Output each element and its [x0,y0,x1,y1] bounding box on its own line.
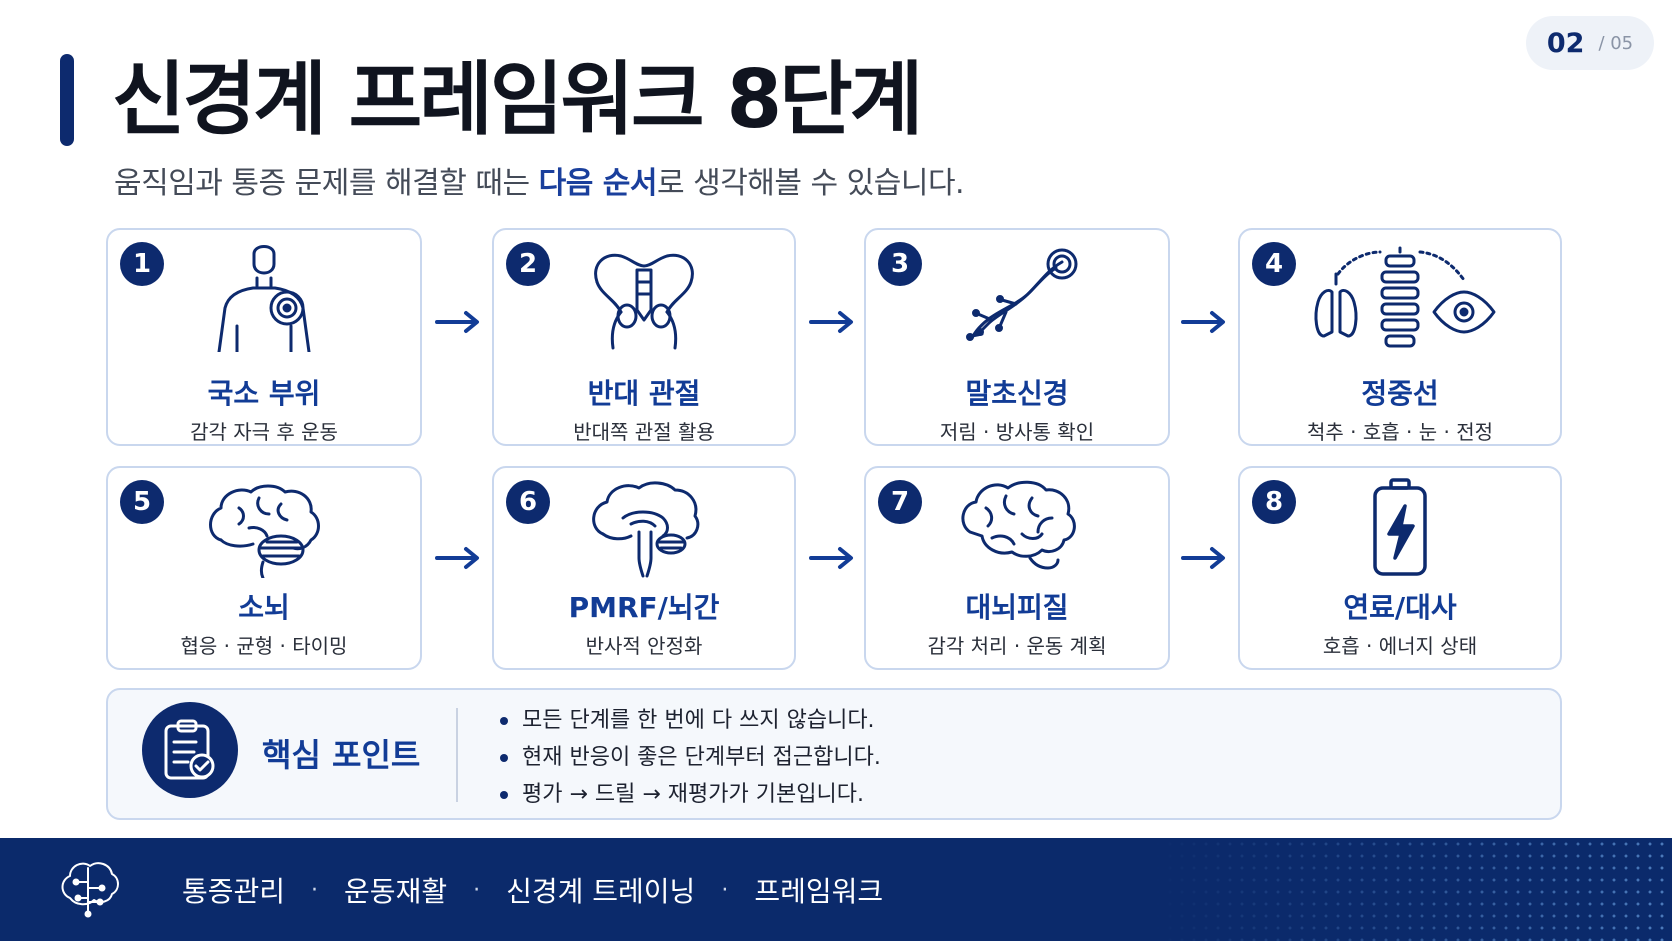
step-desc: 반대쪽 관절 활용 [573,420,715,444]
key-point-item: 평가 → 드릴 → 재평가가 기본입니다. [496,776,881,813]
page-current: 02 [1546,27,1585,59]
footer-tag: 신경계 트레이닝 [506,875,696,908]
step-number: 7 [878,480,922,524]
step-card-7: 7 대뇌피질 감각 처리 · 운동 계획 [864,466,1170,670]
subtitle-highlight: 다음 순서 [538,166,658,201]
spine-lung-eye-icon [1314,246,1496,348]
key-point-title: 핵심 포인트 [262,736,421,774]
step-desc: 협응 · 균형 · 타이밍 [180,634,348,658]
arrow-right-icon [1181,547,1225,569]
title-accent-bar [60,54,74,146]
step-label: 국소 부위 [207,377,321,410]
step-desc: 저림 · 방사통 확인 [939,420,1095,444]
arrow-right-icon [435,547,479,569]
nerve-icon [966,248,1078,341]
key-point-box: 핵심 포인트 모든 단계를 한 번에 다 쓰지 않습니다. 현재 반응이 좋은 … [106,688,1562,820]
step-number: 1 [120,242,164,286]
page-indicator: 02 / 05 [1526,16,1654,70]
step-label: 반대 관절 [587,377,701,410]
key-point-divider [456,708,458,802]
arrow-right-icon [1181,311,1225,333]
footer-separator: · [311,877,319,903]
step-number: 3 [878,242,922,286]
footer-tag: 운동재활 [344,875,448,908]
step-desc: 호흡 · 에너지 상태 [1322,634,1478,658]
step-label: 연료/대사 [1343,591,1457,624]
step-desc: 척추 · 호흡 · 눈 · 전정 [1306,420,1494,444]
subtitle-after: 로 생각해볼 수 있습니다. [656,166,965,201]
step-desc: 감각 자극 후 운동 [190,420,338,444]
cortex-icon [961,480,1076,570]
step-number: 8 [1252,480,1296,524]
brain-circuit-icon [61,862,119,918]
step-card-8: 8 연료/대사 호흡 · 에너지 상태 [1238,466,1562,670]
step-number: 6 [506,480,550,524]
battery-icon [1373,478,1427,576]
pelvis-icon [594,253,694,350]
step-card-5: 5 소뇌 협응 · 균형 · 타이밍 [106,466,422,670]
step-number: 5 [120,480,164,524]
step-number: 4 [1252,242,1296,286]
footer-bar: 통증관리 · 운동재활 · 신경계 트레이닝 · 프레임워크 [0,838,1672,941]
step-card-4: 4 정중선 척추 · 호흡 · 눈 · 전정 [1238,228,1562,446]
subtitle-before: 움직임과 통증 문제를 해결할 때는 [114,166,539,201]
brainstem-icon [592,481,700,578]
step-card-2: 2 반대 관절 반대쪽 관절 활용 [492,228,796,446]
footer-separator: · [473,877,481,903]
step-label: 말초신경 [965,377,1069,410]
footer-dot-pattern [1152,838,1672,941]
key-point-item: 현재 반응이 좋은 단계부터 접근합니다. [496,739,881,776]
key-point-list: 모든 단계를 한 번에 다 쓰지 않습니다. 현재 반응이 좋은 단계부터 접근… [496,702,881,813]
step-label: PMRF/뇌간 [568,591,720,624]
step-desc: 감각 처리 · 운동 계획 [927,634,1107,658]
clipboard-check-icon [142,702,238,798]
step-desc: 반사적 안정화 [585,634,703,658]
step-card-6: 6 PMRF/뇌간 반사적 안정화 [492,466,796,670]
page-title: 신경계 프레임워크 8단계 [112,53,923,146]
page-total: / 05 [1598,32,1634,54]
footer-tag: 통증관리 [182,875,286,908]
arrow-right-icon [809,311,853,333]
footer-tags: 통증관리 · 운동재활 · 신경계 트레이닝 · 프레임워크 [182,870,883,910]
arrow-right-icon [809,547,853,569]
footer-tag: 프레임워크 [754,875,884,908]
step-number: 2 [506,242,550,286]
step-label: 정중선 [1361,377,1439,410]
step-label: 소뇌 [238,591,290,624]
arrow-right-icon [435,311,479,333]
step-card-1: 1 국소 부위 감각 자극 후 운동 [106,228,422,446]
page-subtitle: 움직임과 통증 문제를 해결할 때는 다음 순서로 생각해볼 수 있습니다. [114,158,965,202]
cerebellum-icon [209,484,320,578]
body-target-icon [217,245,311,352]
footer-separator: · [721,877,729,903]
step-label: 대뇌피질 [965,591,1069,624]
key-point-item: 모든 단계를 한 번에 다 쓰지 않습니다. [496,702,881,739]
step-card-3: 3 말초신경 저림 · 방사통 확인 [864,228,1170,446]
